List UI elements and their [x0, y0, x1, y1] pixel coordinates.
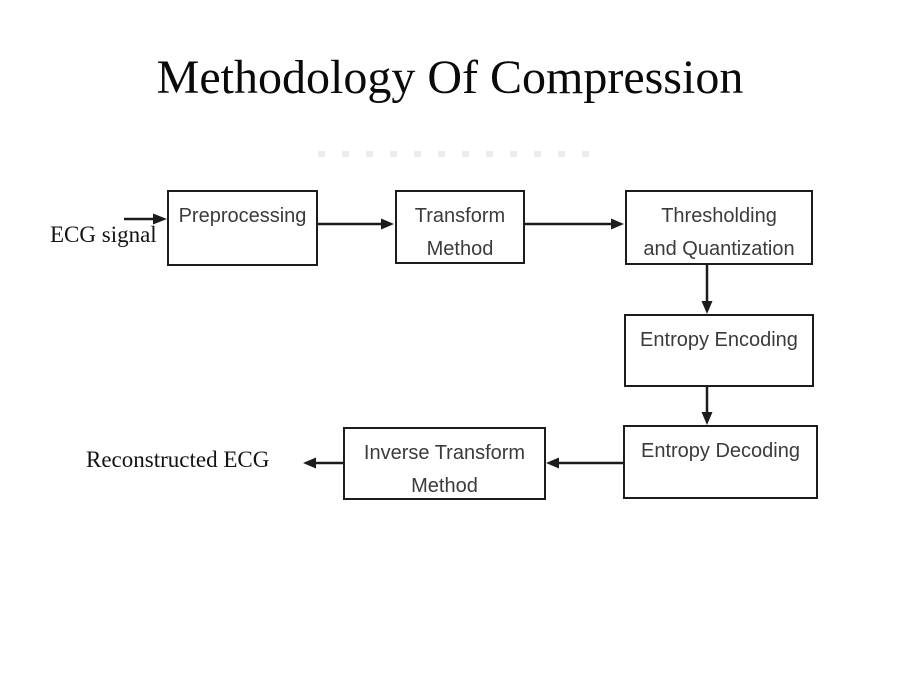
ecg-signal-label: ECG signal [50, 222, 157, 247]
box-preprocessing-label: Preprocessing [178, 205, 307, 227]
box-thresholding-quantization: Thresholding and Quantization [625, 190, 813, 265]
box-inverse-transform-label-line2: Method [411, 475, 478, 497]
arrow-encoding-to-decoding [701, 387, 713, 425]
box-entropy-encoding: Entropy Encoding [624, 314, 814, 387]
reconstructed-ecg-label: Reconstructed ECG [86, 447, 270, 472]
box-inverse-transform-label-line1: Inverse Transform [363, 442, 526, 464]
box-transform-method-label-line1: Transform [414, 205, 506, 227]
box-inverse-transform-method: Inverse Transform Method [343, 427, 546, 500]
box-transform-method-label-line2: Method [426, 238, 494, 260]
arrow-preprocessing-to-transform [318, 218, 394, 230]
arrow-thresholding-to-encoding [701, 265, 713, 314]
box-transform-method: Transform Method [395, 190, 525, 264]
box-preprocessing: Preprocessing [167, 190, 318, 266]
slide-title: Methodology Of Compression [156, 51, 744, 104]
arrow-decoding-to-inverse-transform [546, 457, 623, 469]
arrow-transform-to-thresholding [525, 218, 624, 230]
faint-dotted-line [318, 151, 596, 157]
box-entropy-decoding-label: Entropy Decoding [641, 440, 800, 462]
box-entropy-decoding: Entropy Decoding [623, 425, 818, 499]
arrow-inverse-transform-to-reconstructed [303, 457, 343, 469]
box-entropy-encoding-label: Entropy Encoding [640, 329, 798, 351]
box-thresholding-label-line2: and Quantization [643, 238, 795, 260]
box-thresholding-label-line1: Thresholding [661, 205, 777, 227]
